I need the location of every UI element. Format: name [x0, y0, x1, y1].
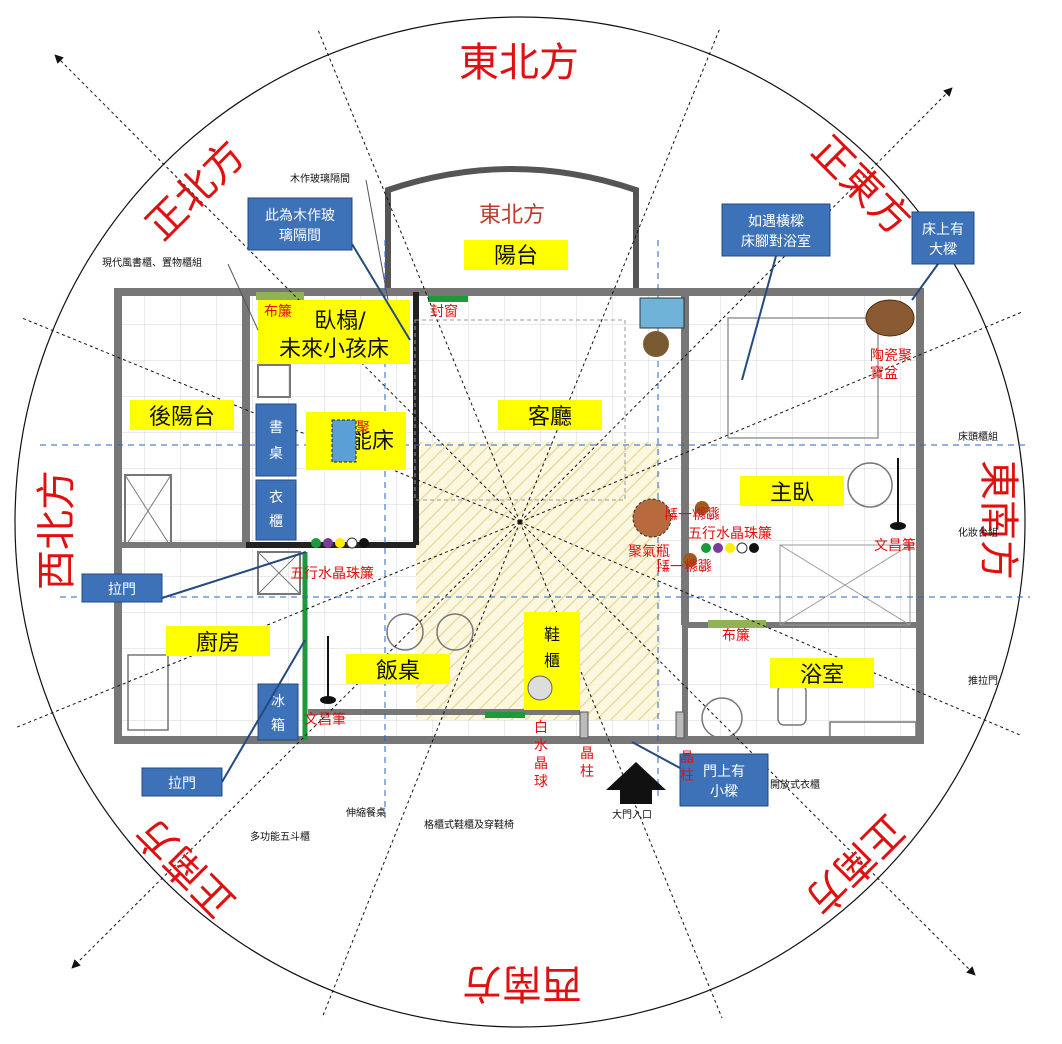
plan-labels: 木作玻璃隔間 現代風書櫃、置物櫃組 床頭櫃組 化妝台組 推拉門 開放式衣櫃 格櫃…	[102, 172, 998, 843]
label-bookcase: 現代風書櫃、置物櫃組	[102, 256, 202, 269]
note-study-vase: 聚	[356, 420, 370, 436]
label-vanity: 化妝台組	[958, 526, 998, 539]
label-five-drawer: 多功能五斗櫃	[250, 830, 310, 843]
note-curtain-2: 布簾	[722, 628, 750, 644]
room-balcony: 陽台	[494, 244, 538, 269]
note-wenchang-2: 文昌筆	[874, 538, 916, 554]
dragon-icon	[643, 331, 669, 357]
direction-north: 正北方	[137, 132, 254, 249]
room-study-bed: 能床	[350, 429, 394, 454]
callout-glass-2: 璃隔間	[279, 227, 321, 244]
room-bathroom: 浴室	[800, 663, 844, 688]
crystal-pillar-left-icon	[579, 711, 589, 739]
callout-glass-1: 此為木作玻	[265, 208, 335, 224]
red-notes: 布簾 封窗 五行水晶珠簾 五行水晶珠簾 聚氣瓶 文昌筆 文昌筆 布簾 白 水 晶…	[264, 303, 916, 790]
callouts: 此為木作玻 璃隔間 如遇橫樑 床腳對浴室 床上有 大樑 拉門 拉門 門上有 小樑	[81, 197, 975, 807]
callout-door-beam-2: 小樑	[710, 784, 738, 800]
note-curtain-1: 布簾	[264, 304, 292, 320]
note-bowl-1: 陶瓷聚	[870, 348, 912, 364]
callout-slide-door-2: 拉門	[168, 776, 196, 792]
callout-door-beam-1: 門上有	[703, 764, 745, 780]
fish-tank-icon	[639, 297, 685, 329]
label-slide-door: 推拉門	[968, 674, 998, 687]
note-crystal-beads-1: 五行水晶珠簾	[290, 566, 374, 582]
desk-2: 桌	[269, 446, 283, 462]
note-pillar-left-1: 晶	[580, 746, 594, 762]
label-shoe-cabinet: 格櫃式鞋櫃及穿鞋椅	[424, 818, 514, 831]
room-kitchen: 廚房	[196, 631, 240, 656]
note-crystal-ball-4: 球	[534, 774, 548, 790]
study-vase-icon	[331, 419, 357, 463]
wenchang-pen-right-icon	[890, 522, 906, 530]
blue-furniture: 書 桌 衣 櫃 冰 箱	[255, 403, 299, 741]
direction-southwest: 西南方	[462, 960, 582, 1006]
callout-beam-2: 大樑	[929, 242, 957, 258]
crystal-pillar-right-icon	[675, 711, 685, 739]
direction-northeast: 東北方	[459, 40, 579, 86]
note-crystal-ball-2: 水	[534, 738, 548, 754]
treasure-bowl-icon	[865, 299, 915, 337]
note-pillar-right-2: 柱	[680, 768, 694, 784]
direction-northwest: 西北方	[34, 470, 80, 590]
room-dining: 飯桌	[376, 659, 420, 684]
note-crystal-ball-1: 白	[534, 720, 548, 736]
callout-slide-door-1: 拉門	[108, 582, 136, 598]
label-wood-glass: 木作玻璃隔間	[290, 172, 350, 185]
direction-southeast: 東南方	[975, 460, 1021, 580]
room-shoe-cabinet-1: 鞋	[544, 625, 560, 644]
pixiu-top-icon	[695, 501, 709, 515]
decor-items	[311, 297, 915, 804]
pixiu-bottom-icon	[683, 553, 697, 567]
note-bowl-2: 寶盆	[870, 366, 898, 382]
room-bed-line1: 臥榻/	[314, 309, 366, 334]
wenchang-pen-left-icon	[320, 696, 336, 704]
crystal-ball-icon	[527, 675, 553, 701]
note-pillar-right-1: 晶	[680, 750, 694, 766]
wardrobe-2: 櫃	[269, 514, 283, 530]
direction-south-left: 正南方	[127, 809, 244, 926]
callout-bath-1: 如遇橫樑	[748, 214, 804, 230]
note-wenchang-1: 文昌筆	[304, 712, 346, 728]
fridge-1: 冰	[271, 694, 285, 710]
fridge-2: 箱	[271, 718, 285, 734]
note-crystal-beads-2: 五行水晶珠簾	[688, 526, 772, 542]
direction-northeast-room: 東北方	[479, 203, 545, 228]
direction-south-right: 正南方	[796, 806, 913, 923]
energy-vase-icon	[632, 498, 672, 538]
callout-bath-2: 床腳對浴室	[741, 233, 811, 250]
room-back-balcony: 後陽台	[149, 405, 215, 430]
label-closet: 開放式衣櫃	[770, 778, 820, 791]
note-crystal-ball-3: 晶	[534, 756, 548, 772]
label-bedside: 床頭櫃組	[958, 430, 998, 443]
compass-rays	[14, 27, 1023, 1019]
desk-1: 書	[269, 420, 283, 436]
note-pillar-left-2: 柱	[580, 764, 594, 780]
room-shoe-cabinet-2: 櫃	[544, 651, 560, 670]
label-entrance: 大門入口	[612, 808, 652, 821]
note-seal-window: 封窗	[430, 303, 458, 320]
note-energy-pot: 聚氣瓶	[628, 544, 670, 560]
wardrobe-1: 衣	[269, 490, 283, 506]
callout-beam-1: 床上有	[922, 222, 964, 238]
compass-circle	[14, 16, 1026, 1028]
room-bed-line2: 未來小孩床	[279, 337, 389, 362]
room-living: 客廳	[528, 405, 572, 430]
note-pixiu-bottom: 貔貅一對	[656, 556, 712, 573]
note-pixiu-top: 貔貅一對	[664, 504, 720, 521]
entrance-arrow-icon	[606, 762, 666, 804]
label-extend-table: 伸縮餐桌	[346, 806, 386, 819]
room-master-bedroom: 主臥	[770, 481, 814, 506]
